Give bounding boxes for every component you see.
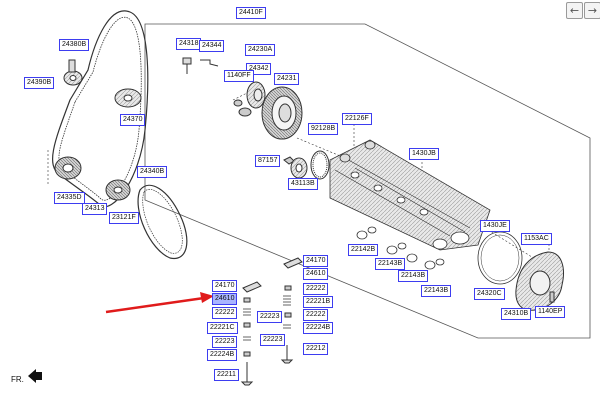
- part-label-22222[interactable]: 22222: [303, 309, 329, 321]
- part-label-24380B[interactable]: 24380B: [59, 39, 90, 51]
- valve-keepers: [243, 285, 292, 357]
- part-label-1430JB[interactable]: 1430JB: [409, 148, 439, 160]
- part-label-22224B[interactable]: 22224B: [303, 322, 334, 334]
- forward-arrow-button[interactable]: →: [584, 2, 600, 19]
- part-label-22211[interactable]: 22211: [214, 369, 239, 381]
- valves-22211-22212: [240, 345, 294, 386]
- part-label-22126F[interactable]: 22126F: [342, 113, 372, 125]
- part-label-24320C[interactable]: 24320C: [474, 288, 505, 300]
- part-label-1430JE[interactable]: 1430JE: [480, 220, 510, 232]
- part-label-22221C[interactable]: 22221C: [207, 322, 238, 334]
- red-pointer-arrow: [105, 292, 214, 314]
- part-label-23121F[interactable]: 23121F: [109, 212, 139, 224]
- clip-rings: [356, 226, 445, 270]
- part-label-43113B[interactable]: 43113B: [288, 178, 318, 190]
- part-label-22143B[interactable]: 22143B: [421, 285, 452, 297]
- back-arrow-icon: ←: [569, 4, 580, 17]
- part-label-24335D[interactable]: 24335D: [54, 192, 85, 204]
- part-label-24230A[interactable]: 24230A: [245, 44, 276, 56]
- part-label-22142B[interactable]: 22142B: [348, 244, 379, 256]
- part-label-24318[interactable]: 24318: [176, 38, 202, 50]
- cover-24310B: [515, 251, 564, 311]
- part-label-87157[interactable]: 87157: [255, 155, 281, 167]
- idler-pulley-24370: [114, 88, 142, 108]
- valve-springs: [243, 295, 291, 341]
- part-label-1140EP[interactable]: 1140EP: [535, 306, 566, 318]
- part-label-22221B[interactable]: 22221B: [303, 296, 334, 308]
- forward-arrow-icon: →: [587, 4, 598, 17]
- part-label-22224B[interactable]: 22224B: [207, 349, 238, 361]
- part-label-22143B[interactable]: 22143B: [398, 270, 429, 282]
- part-label-22222[interactable]: 22222: [212, 307, 238, 319]
- part-label-1140FF[interactable]: 1140FF: [224, 70, 254, 82]
- part-label-24340B[interactable]: 24340B: [137, 166, 168, 178]
- front-direction-arrow-icon: [28, 369, 42, 383]
- cam-sprocket-24231: [261, 86, 303, 140]
- part-label-22222[interactable]: 22222: [303, 283, 329, 295]
- sprocket-23121F: [105, 179, 131, 201]
- rocker-arm-24170: [242, 257, 303, 293]
- belt-24340B: [137, 184, 188, 260]
- part-label-24410F[interactable]: 24410F: [236, 7, 266, 19]
- crank-sprocket-24335D: [47, 150, 82, 185]
- part-label-24370[interactable]: 24370: [120, 114, 146, 126]
- part-label-92128B[interactable]: 92128B: [308, 123, 339, 135]
- part-label-22223[interactable]: 22223: [257, 311, 283, 323]
- part-label-24170[interactable]: 24170: [303, 255, 329, 267]
- part-label-22223[interactable]: 22223: [260, 334, 286, 346]
- part-label-22212[interactable]: 22212: [303, 343, 329, 355]
- back-arrow-button[interactable]: ←: [566, 2, 583, 19]
- part-label-24344[interactable]: 24344: [199, 40, 225, 52]
- gasket-24320C: [477, 231, 523, 285]
- part-label-24313[interactable]: 24313: [82, 203, 108, 215]
- front-direction-label: FR.: [11, 375, 24, 384]
- part-label-24231[interactable]: 24231: [274, 73, 300, 85]
- part-label-1153AC[interactable]: 1153AC: [521, 233, 552, 245]
- seal-parts: [283, 150, 330, 180]
- part-label-24170[interactable]: 24170: [212, 280, 238, 292]
- part-label-24390B[interactable]: 24390B: [24, 77, 55, 89]
- cam-phaser-24230A: [232, 81, 266, 117]
- part-label-22143B[interactable]: 22143B: [375, 258, 406, 270]
- cylinder-head-24410F: [329, 139, 491, 251]
- bolt-24318: [182, 57, 219, 74]
- tensioner-pulley: [63, 59, 83, 86]
- part-label-24610-highlighted[interactable]: 24610: [303, 268, 329, 280]
- part-label-22223[interactable]: 22223: [212, 336, 238, 348]
- part-label-24310B[interactable]: 24310B: [501, 308, 532, 320]
- part-label-24610-highlighted[interactable]: 24610: [212, 293, 238, 305]
- assembly-frame-outline: [144, 23, 591, 339]
